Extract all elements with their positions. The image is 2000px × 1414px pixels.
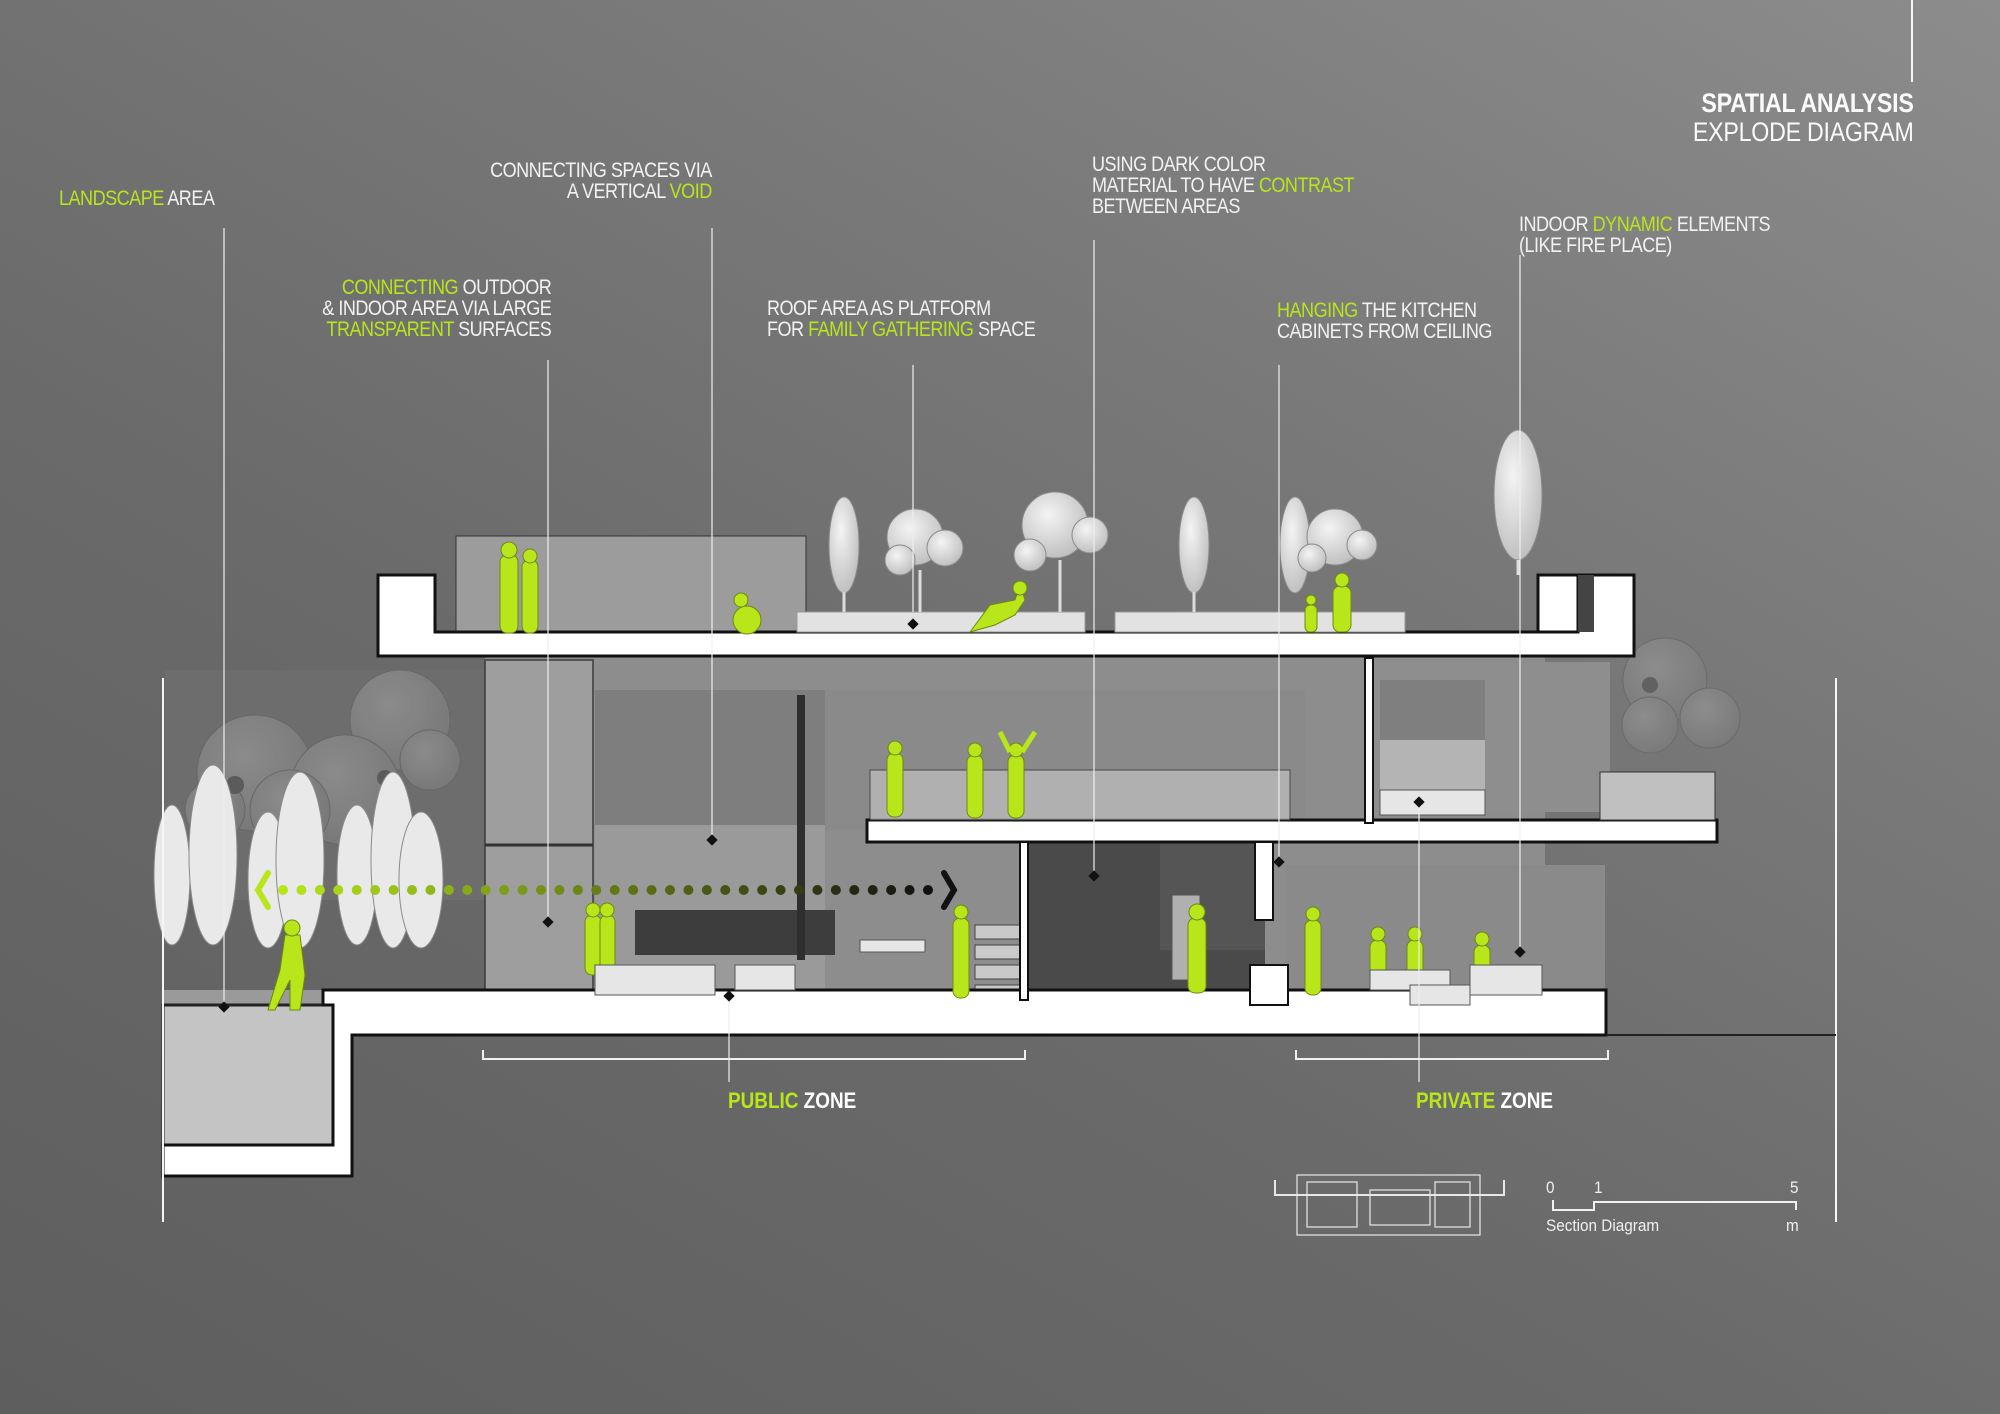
annotation-vertical-void: CONNECTING SPACES VIA A VERTICAL VOID	[490, 159, 712, 203]
landscape-trees	[153, 764, 444, 949]
annotation-hanging-cabinets: HANGING THE KITCHEN CABINETS FROM CEILIN…	[1277, 299, 1492, 343]
diagram-title: SPATIAL ANALYSIS EXPLODE DIAGRAM	[1693, 88, 1914, 146]
people-silhouettes	[267, 541, 1491, 1011]
scale-caption: Section Diagram	[1546, 1216, 1660, 1235]
public-zone-bracket	[482, 1050, 1026, 1060]
scale-tick-5: 5	[1790, 1178, 1799, 1197]
annotation-connecting-outdoor: CONNECTING OUTDOOR & INDOOR AREA VIA LAR…	[321, 276, 552, 341]
title-main: SPATIAL ANALYSIS	[1701, 88, 1914, 118]
annotation-dynamic-elements: INDOOR DYNAMIC ELEMENTS (LIKE FIRE PLACE…	[1519, 213, 1771, 257]
scale-tick-1: 1	[1594, 1178, 1603, 1197]
scale-tick-0: 0	[1546, 1178, 1555, 1197]
visual-connection-arrow	[254, 870, 958, 910]
scale-unit: m	[1786, 1216, 1799, 1235]
public-zone-label: PUBLIC ZONE	[728, 1088, 857, 1113]
background-trees-right	[1621, 637, 1741, 754]
private-zone-bracket	[1295, 1050, 1609, 1060]
annotation-roof-platform: ROOF AREA AS PLATFORM FOR FAMILY GATHERI…	[767, 297, 1036, 341]
roof-trees	[828, 429, 1543, 612]
annotation-dark-color-contrast: USING DARK COLOR MATERIAL TO HAVE CONTRA…	[1092, 153, 1355, 218]
private-zone-label: PRIVATE ZONE	[1416, 1088, 1554, 1113]
annotation-landscape-area: LANDSCAPE AREA	[59, 187, 215, 210]
key-plan	[1274, 1174, 1505, 1236]
title-subtitle: EXPLODE DIAGRAM	[1693, 117, 1914, 147]
